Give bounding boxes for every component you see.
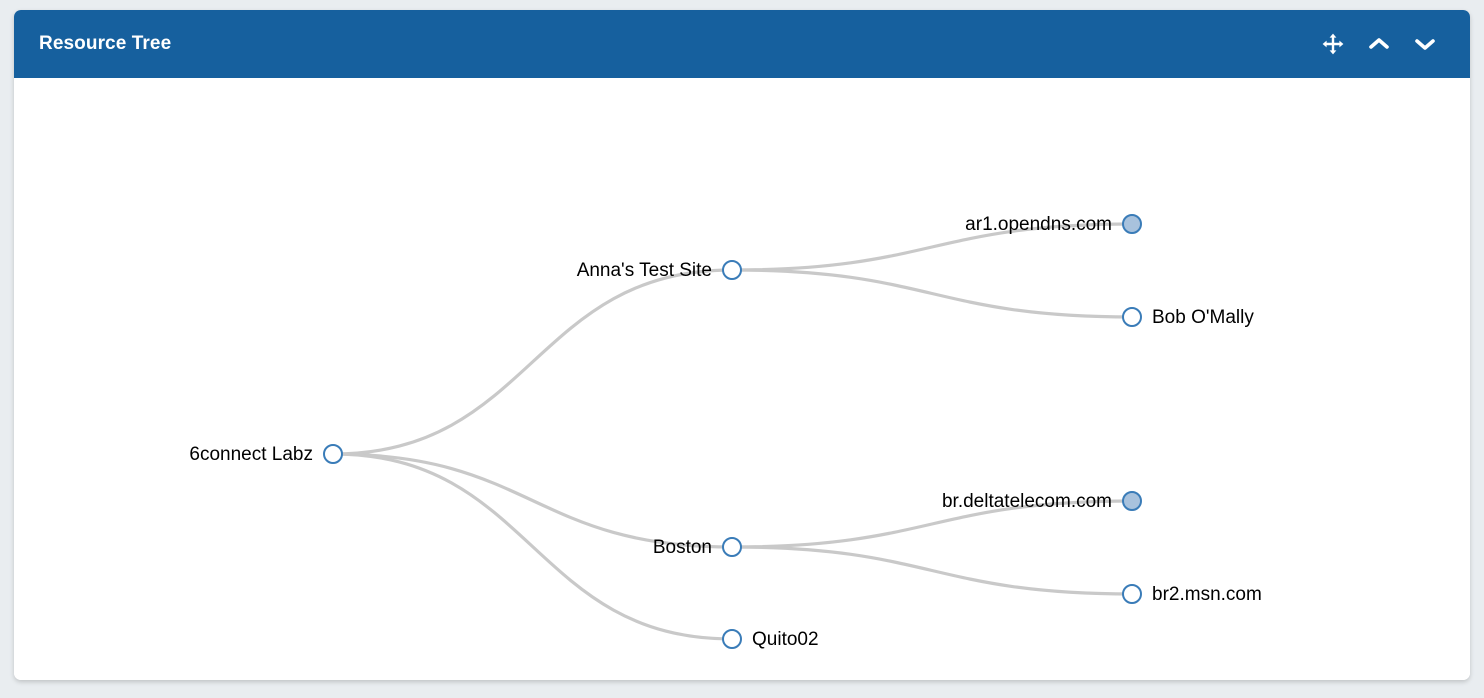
chevron-down-icon[interactable] — [1410, 29, 1440, 59]
tree-node-circle[interactable] — [1122, 584, 1142, 604]
tree-node-label: ar1.opendns.com — [965, 214, 1112, 235]
tree-link — [730, 545, 1134, 596]
tree-link — [730, 222, 1134, 272]
tree-node-label: br2.msn.com — [1152, 584, 1262, 605]
panel-header: Resource Tree — [14, 10, 1470, 78]
tree-node-circle[interactable] — [1122, 491, 1142, 511]
tree-node-label: br.deltatelecom.com — [942, 491, 1112, 512]
tree-node-bob-omally[interactable]: Bob O'Mally — [1122, 307, 1254, 328]
header-toolbar — [1318, 29, 1440, 59]
chevron-up-icon[interactable] — [1364, 29, 1394, 59]
tree-node-label: Boston — [653, 537, 712, 558]
tree-node-circle[interactable] — [1122, 214, 1142, 234]
tree-node-label: Bob O'Mally — [1152, 307, 1254, 328]
tree-nodes-layer: 6connect Labz Anna's Test SiteBostonQuito… — [189, 214, 1262, 650]
page-title: Resource Tree — [39, 33, 172, 54]
tree-link — [331, 268, 734, 456]
tree-node-annas-test-site[interactable]: Anna's Test Site — [577, 260, 742, 281]
tree-node-label: Anna's Test Site — [577, 260, 712, 281]
tree-link — [331, 452, 734, 641]
tree-node-circle[interactable] — [722, 537, 742, 557]
tree-node-label: Quito02 — [752, 629, 819, 650]
tree-node-ar1-opendns-com[interactable]: ar1.opendns.com — [965, 214, 1142, 235]
resource-tree-graph[interactable]: 6connect Labz Anna's Test SiteBostonQuito… — [14, 78, 1470, 680]
tree-node-root[interactable]: 6connect Labz — [189, 444, 343, 465]
tree-node-br2-msn-com[interactable]: br2.msn.com — [1122, 584, 1262, 605]
tree-node-circle[interactable] — [323, 444, 343, 464]
tree-node-br-deltatelecom-com[interactable]: br.deltatelecom.com — [942, 491, 1142, 512]
tree-link — [730, 268, 1134, 319]
tree-node-boston[interactable]: Boston — [653, 537, 742, 558]
tree-links-layer — [331, 222, 1134, 641]
tree-node-quito02[interactable]: Quito02 — [722, 629, 819, 650]
tree-node-label: 6connect Labz — [189, 444, 313, 465]
tree-node-circle[interactable] — [1122, 307, 1142, 327]
tree-node-circle[interactable] — [722, 629, 742, 649]
tree-link — [730, 499, 1134, 549]
tree-link — [331, 452, 734, 549]
tree-node-circle[interactable] — [722, 260, 742, 280]
move-icon[interactable] — [1318, 29, 1348, 59]
